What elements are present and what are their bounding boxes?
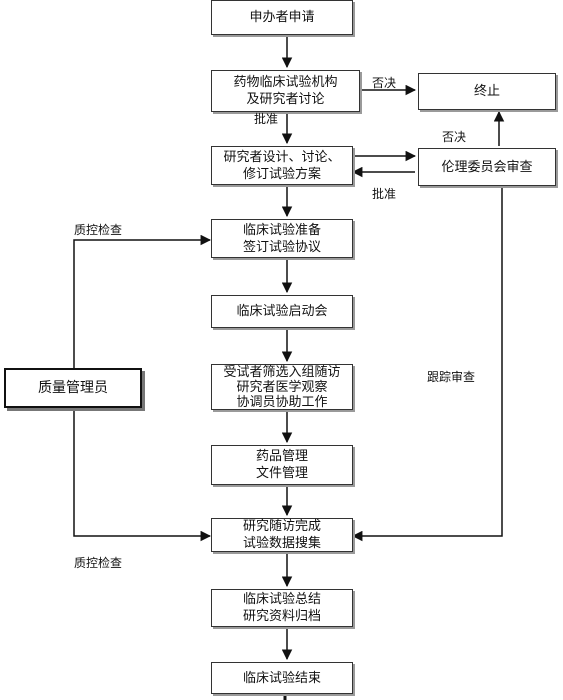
arrow-qm-to-visit (73, 408, 212, 542)
label-reject-ethics: 否决 (442, 130, 467, 144)
step-visit: 研究随访完成 试验数据搜集 (211, 518, 353, 552)
step-manage: 药品管理 文件管理 (211, 445, 353, 485)
step-discuss: 药物临床试验机构 及研究者讨论 (211, 70, 360, 112)
arrow-qm-to-prepare (73, 234, 212, 368)
label-tracking-review: 跟踪审查 (427, 370, 476, 384)
quality-manager-box: 质量管理员 (4, 368, 142, 408)
step-enroll: 受试者筛选入组随访 研究者医学观察 协调员协助工作 (211, 364, 353, 410)
label-approve-2: 批准 (372, 187, 397, 201)
step-summary: 临床试验总结 研究资料归档 (211, 589, 353, 627)
step-terminate: 终止 (418, 73, 556, 110)
label-qc-bottom: 质控检查 (74, 556, 123, 570)
step-design: 研究者设计、讨论、 修订试验方案 (211, 146, 353, 185)
step-prepare: 临床试验准备 签订试验协议 (211, 219, 353, 258)
label-reject-top: 否决 (372, 76, 397, 90)
step-end: 临床试验结束 (211, 662, 353, 694)
arrow-ethics-tracking-to-visit (351, 186, 503, 542)
step-apply: 申办者申请 (211, 0, 353, 35)
step-kickoff: 临床试验启动会 (211, 295, 353, 328)
label-approve-1: 批准 (254, 112, 279, 126)
step-ethics-review: 伦理委员会审查 (418, 148, 556, 186)
label-qc-top: 质控检查 (74, 223, 123, 237)
